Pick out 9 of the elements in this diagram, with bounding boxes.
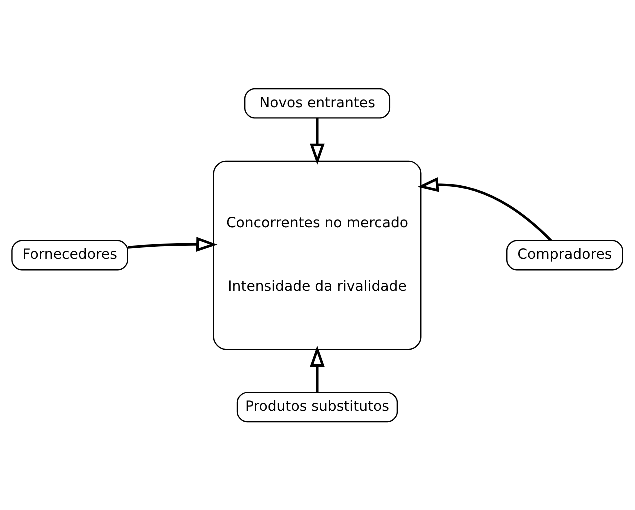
node-box: Concorrentes no mercado Intensidade da rivalidade [213,160,422,350]
arrow [418,177,552,242]
node-box: Fornecedores [12,240,128,270]
arrow [310,345,325,392]
node-box: Produtos substitutos [236,392,398,422]
arrow [310,118,325,164]
node-box: Novos entrantes [244,88,391,118]
node-box: Compradores [506,240,624,270]
arrow [128,236,218,252]
